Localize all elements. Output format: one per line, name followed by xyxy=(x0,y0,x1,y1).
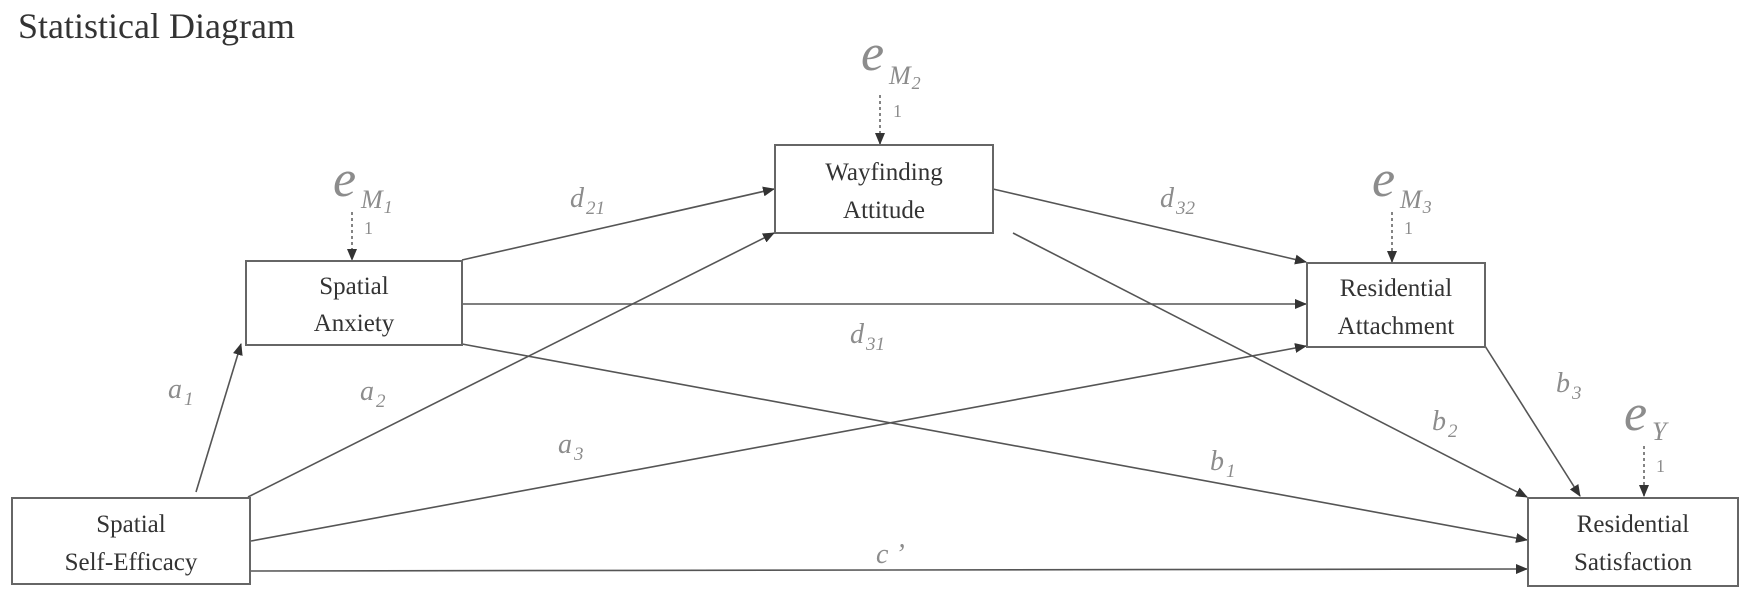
node-label-line-2: Satisfaction xyxy=(1574,549,1693,576)
error-weight: 1 xyxy=(364,218,373,238)
edge-d32 xyxy=(992,188,1307,265)
error-weight: 1 xyxy=(893,101,902,121)
error-e-m1: e M1 1 xyxy=(333,151,393,238)
node-wayfinding-attitude: Wayfinding Attitude xyxy=(774,144,994,234)
error-edges xyxy=(347,95,1649,497)
edge-b1 xyxy=(461,343,1528,543)
node-label-line-1: Residential xyxy=(1340,275,1453,302)
error-e-letter: e xyxy=(333,151,356,208)
node-residential-satisfaction: Residential Satisfaction xyxy=(1527,497,1739,587)
edge-d21 xyxy=(461,186,775,261)
node-residential-attachment: Residential Attachment xyxy=(1306,262,1486,348)
diagram-title: Statistical Diagram xyxy=(18,6,295,46)
edge-b2 xyxy=(1012,232,1528,498)
error-subscript: M3 xyxy=(1399,185,1432,217)
edge-b3 xyxy=(1484,345,1581,497)
error-e-y: e Y 1 xyxy=(1624,385,1669,476)
node-spatial-anxiety: Spatial Anxiety xyxy=(245,260,463,346)
path-edges xyxy=(195,186,1581,575)
node-label-line-1: Spatial xyxy=(96,511,165,538)
node-label-line-1: Residential xyxy=(1577,511,1690,538)
edge-c-prime xyxy=(250,564,1528,575)
error-e-letter: e xyxy=(1372,151,1395,208)
edge-a1 xyxy=(195,343,243,493)
node-label-line-2: Self-Efficacy xyxy=(65,549,198,576)
edge-a2 xyxy=(247,232,775,498)
node-label-line-1: Spatial xyxy=(319,273,388,300)
error-e-m3: e M3 1 xyxy=(1372,151,1432,238)
error-subscript: M2 xyxy=(888,61,921,93)
edge-a3 xyxy=(250,343,1307,542)
error-e-m2: e M2 1 xyxy=(861,25,921,121)
error-e-letter: e xyxy=(861,25,884,82)
error-weight: 1 xyxy=(1404,218,1413,238)
node-label-line-2: Attitude xyxy=(843,197,925,224)
error-weight: 1 xyxy=(1656,456,1665,476)
node-spatial-self-efficacy: Spatial Self-Efficacy xyxy=(11,497,251,585)
node-label-line-2: Attachment xyxy=(1338,313,1455,340)
error-subscript: M1 xyxy=(360,185,393,217)
error-e-letter: e xyxy=(1624,385,1647,442)
error-subscript: Y xyxy=(1652,417,1669,446)
label-c-prime: c ’ xyxy=(876,539,905,570)
node-label-line-2: Anxiety xyxy=(314,310,395,337)
node-label-line-1: Wayfinding xyxy=(825,159,943,186)
